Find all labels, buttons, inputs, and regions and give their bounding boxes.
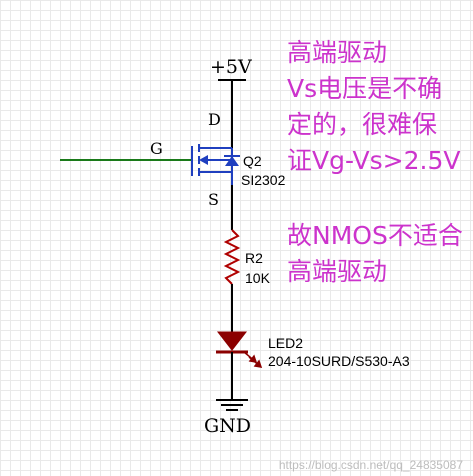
gate-label: G [150, 139, 163, 158]
led-ref: LED2 [268, 335, 303, 351]
resistor-r2 [223, 229, 241, 285]
explanation-note-high-side: 高端驱动 Vs电压是不确 定的，很难保 证Vg-Vs>2.5V [287, 38, 461, 175]
nmos-transistor-q2 [191, 144, 233, 185]
resistor-value: 10K [245, 270, 271, 286]
body-diode-triangle [225, 156, 239, 166]
led-light-arrows [243, 351, 263, 368]
led-triangle [216, 331, 248, 351]
transistor-ref: Q2 [243, 153, 262, 169]
source-label: S [208, 190, 219, 209]
resistor-ref: R2 [245, 250, 263, 266]
supply-label: +5V [210, 56, 252, 78]
transistor-part: SI2302 [241, 172, 286, 188]
ground-label: GND [204, 415, 251, 437]
led-part: 204-10SURD/S530-A3 [268, 353, 410, 369]
explanation-note-conclusion: 故NMOS不适合 高端驱动 [287, 221, 463, 286]
ground-symbol [216, 399, 248, 411]
drain-label: D [208, 110, 221, 129]
watermark-text: https://blog.csdn.net/qq_24835087 [278, 458, 463, 472]
mosfet-arrow [199, 155, 208, 165]
